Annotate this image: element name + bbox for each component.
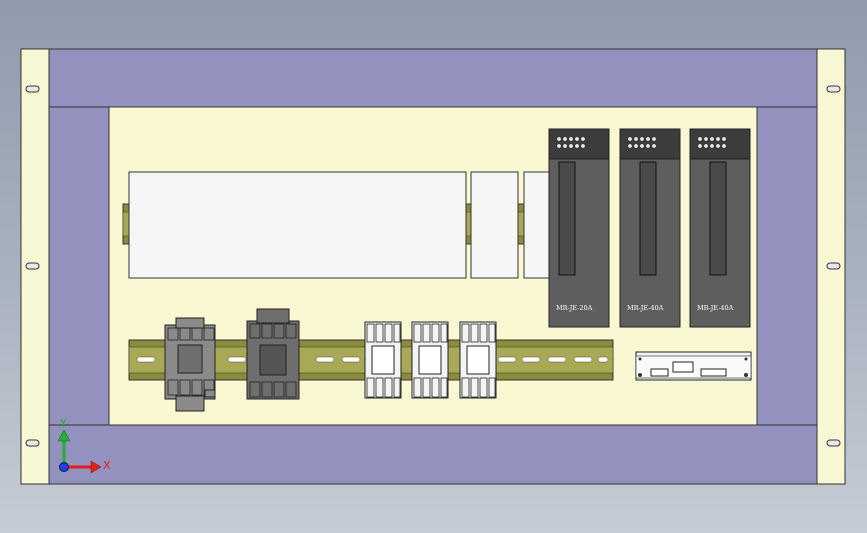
left-rack-ear xyxy=(20,48,50,485)
contactor-2 xyxy=(246,308,300,400)
coordinate-triad: Y X xyxy=(57,417,111,474)
servo-drive-2-model: MR-JE-40A xyxy=(627,304,664,312)
servo-drive-3-model: MR-JE-40A xyxy=(697,304,734,312)
relay-2 xyxy=(411,321,449,399)
terminal-board xyxy=(635,351,752,381)
left-frame-bar xyxy=(48,106,110,426)
right-rack-ear xyxy=(816,48,846,485)
relay-1 xyxy=(364,321,402,399)
triad-x-label: X xyxy=(103,459,111,472)
bottom-frame-bar xyxy=(48,424,818,485)
breaker-block-small-1 xyxy=(470,171,519,279)
breaker-block-large xyxy=(128,171,467,279)
servo-drive-1-model: MR-JE-20A xyxy=(556,304,593,312)
servo-drive-3: MR-JE-40A xyxy=(689,128,751,328)
triad-y-label: Y xyxy=(59,417,67,430)
servo-drive-1: MR-JE-20A xyxy=(548,128,610,328)
contactor-1 xyxy=(164,317,216,412)
top-frame-bar xyxy=(48,48,818,108)
right-frame-bar xyxy=(756,106,818,426)
relay-3 xyxy=(459,321,497,399)
servo-drive-2: MR-JE-40A xyxy=(619,128,681,328)
breaker-block-small-2 xyxy=(523,171,552,279)
